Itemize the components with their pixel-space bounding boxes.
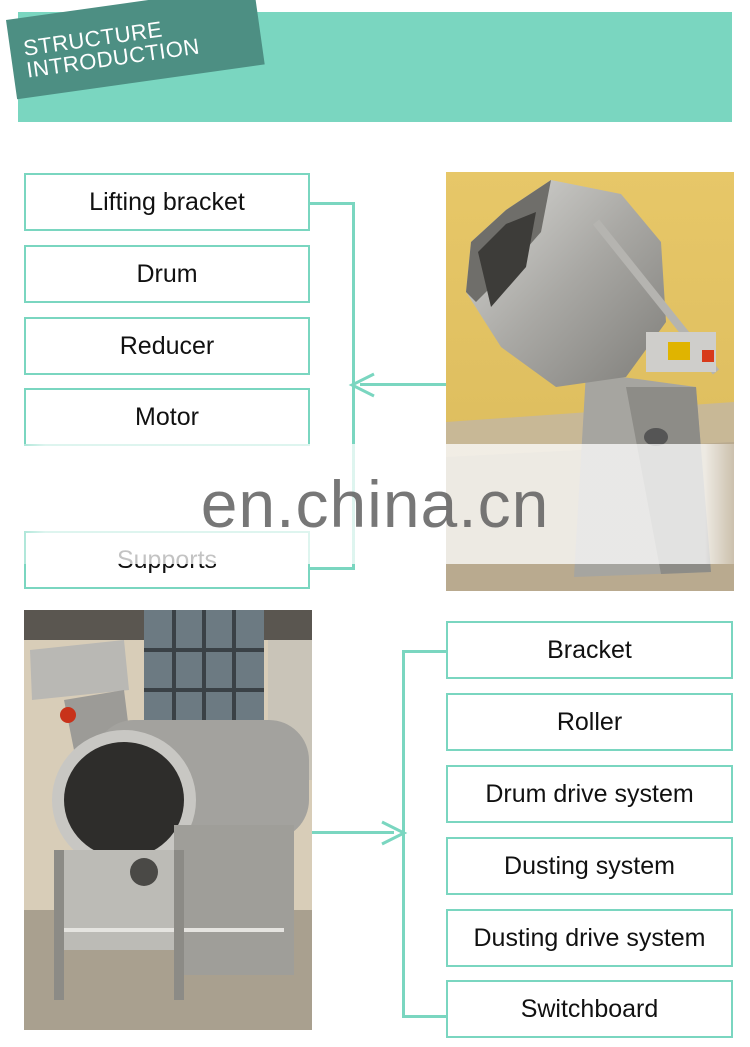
connector-top [310, 202, 354, 205]
label-reducer: Reducer [24, 317, 310, 375]
arrow-left-icon [348, 372, 375, 398]
connector-bottom [310, 567, 354, 570]
label-drum-drive-system: Drum drive system [446, 765, 733, 823]
product-photo-roller-machine [24, 610, 312, 1030]
label-bracket: Bracket [446, 621, 733, 679]
label-roller: Roller [446, 693, 733, 751]
watermark: en.china.cn [0, 444, 750, 564]
label-dusting-system: Dusting system [446, 837, 733, 895]
label-lifting-bracket: Lifting bracket [24, 173, 310, 231]
connector-arrow-line [360, 383, 446, 386]
label-dusting-drive-system: Dusting drive system [446, 909, 733, 967]
connector2-vertical [402, 650, 405, 1018]
roller-machine-image [24, 610, 312, 1030]
label-drum: Drum [24, 245, 310, 303]
label-switchboard: Switchboard [446, 980, 733, 1038]
connector2-top [402, 650, 446, 653]
connector2-bottom [402, 1015, 446, 1018]
connector2-arrow-line [312, 831, 394, 834]
label-motor: Motor [24, 388, 310, 446]
